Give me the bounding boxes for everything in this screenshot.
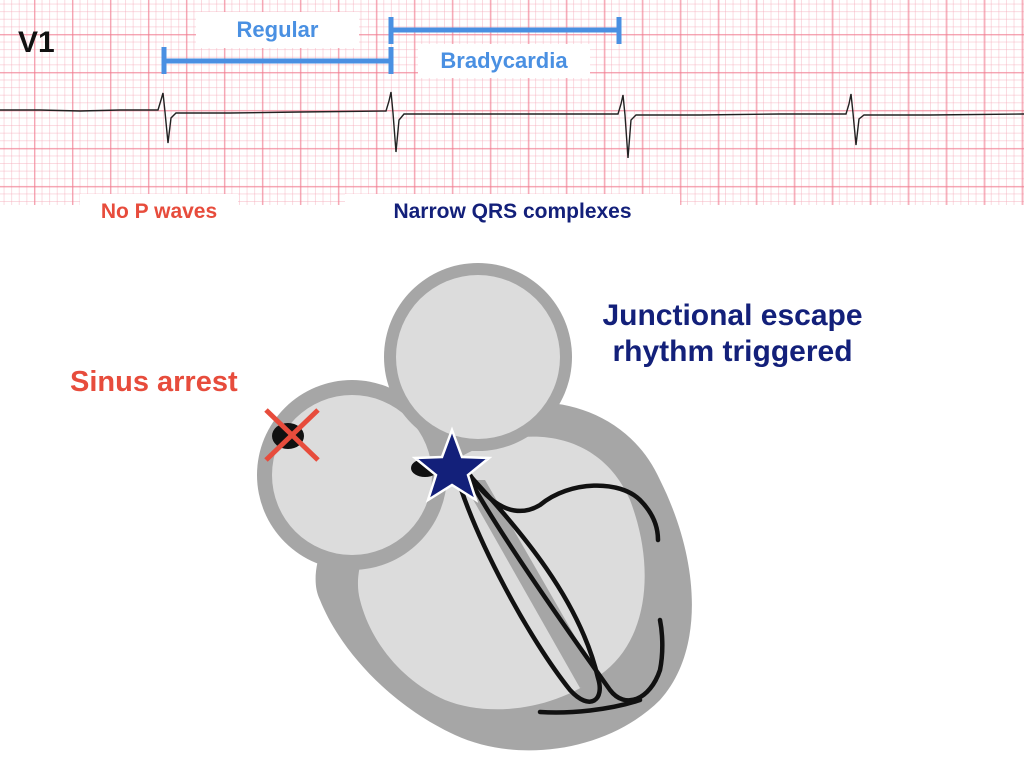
regular-label: Regular (196, 12, 359, 48)
lead-label: V1 (18, 26, 55, 59)
junctional-star-icon (411, 426, 493, 503)
no-p-waves-label: No P waves (80, 194, 238, 230)
sinus-arrest-x-icon (264, 408, 320, 462)
bradycardia-interval-bracket (388, 17, 622, 44)
narrow-qrs-label: Narrow QRS complexes (345, 194, 680, 230)
conduction-bundle (452, 467, 602, 704)
septum (462, 480, 600, 688)
right-bundle-branch (463, 469, 665, 703)
bradycardia-label: Bradycardia (418, 44, 590, 78)
left-atrium (396, 275, 560, 439)
regular-interval-bracket (161, 47, 394, 74)
junctional-escape-label: Junctional escape rhythm triggered (602, 299, 863, 368)
apex-fiber (537, 697, 643, 715)
heart-diagram (257, 263, 692, 751)
left-bundle-branch (467, 472, 661, 543)
right-atrium (272, 395, 432, 555)
sinus-arrest-label: Sinus arrest (70, 366, 238, 398)
ecg-strip (0, 0, 1024, 205)
ecg-trace (0, 91, 1024, 159)
